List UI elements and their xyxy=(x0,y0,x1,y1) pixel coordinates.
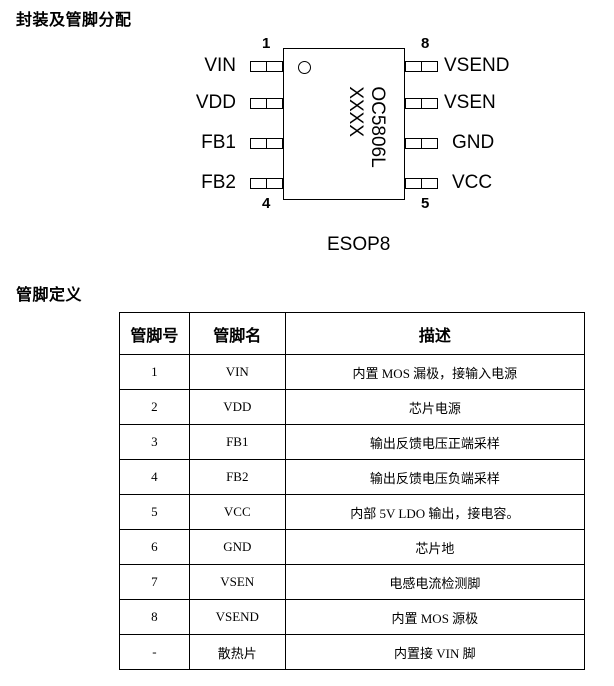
cell-pin-number: 4 xyxy=(119,459,190,495)
cell-pin-name: GND xyxy=(188,529,286,565)
pin-label-vsen: VSEN xyxy=(444,92,496,113)
pin-label-vcc: VCC xyxy=(452,172,493,193)
section-heading-definition: 管脚定义 xyxy=(16,285,83,304)
table-row: 4 FB2 输出反馈电压负端采样 xyxy=(119,459,586,495)
table-row: 6 GND 芯片地 xyxy=(119,529,586,565)
table-row: 2 VDD 芯片电源 xyxy=(119,389,586,425)
pin-definition-table: 管脚号 管脚名 描述 1 VIN 内置 MOS 漏极，接输入电源 2 VDD 芯… xyxy=(119,312,586,670)
cell-description: 内置 MOS 漏极，接输入电源 xyxy=(284,354,586,390)
cell-description: 输出反馈电压负端采样 xyxy=(284,459,586,495)
table-row: 7 VSEN 电感电流检测脚 xyxy=(119,564,586,600)
header-description: 描述 xyxy=(284,312,586,355)
cell-pin-name: FB1 xyxy=(188,424,286,460)
cell-pin-name: VIN xyxy=(188,354,286,390)
chip-marking: OC5806L XXXX xyxy=(344,86,388,167)
cell-description: 电感电流检测脚 xyxy=(284,564,586,600)
cell-pin-number: 1 xyxy=(119,354,190,390)
cell-description: 内置 MOS 源极 xyxy=(284,599,586,635)
table-row: 1 VIN 内置 MOS 漏极，接输入电源 xyxy=(119,354,586,390)
chip-marking-part: OC5806L xyxy=(367,86,388,168)
cell-description: 内置接 VIN 脚 xyxy=(284,634,586,670)
pin-label-vsend: VSEND xyxy=(444,55,510,76)
cell-pin-number: - xyxy=(119,634,190,670)
chip-package-body: OC5806L XXXX xyxy=(283,48,405,200)
cell-description: 内部 5V LDO 输出，接电容。 xyxy=(284,494,586,530)
cell-pin-name: VSEN xyxy=(188,564,286,600)
cell-description: 芯片地 xyxy=(284,529,586,565)
pin-label-fb2: FB2 xyxy=(201,172,236,193)
cell-pin-name: VDD xyxy=(188,389,286,425)
table-row: 5 VCC 内部 5V LDO 输出，接电容。 xyxy=(119,494,586,530)
chip-marking-code: XXXX xyxy=(345,86,366,138)
pin-number-4: 4 xyxy=(262,195,271,212)
header-pin-name: 管脚名 xyxy=(188,312,286,355)
table-row: - 散热片 内置接 VIN 脚 xyxy=(119,634,586,670)
pin-lead-1 xyxy=(250,61,283,72)
pin-label-vdd: VDD xyxy=(195,92,236,113)
header-pin-number: 管脚号 xyxy=(119,312,190,355)
cell-description: 输出反馈电压正端采样 xyxy=(284,424,586,460)
pin-label-fb1: FB1 xyxy=(201,132,236,153)
package-name: ESOP8 xyxy=(327,234,391,255)
pin-number-5: 5 xyxy=(421,195,430,212)
pin-number-1: 1 xyxy=(262,35,271,52)
cell-pin-number: 7 xyxy=(119,564,190,600)
pin-number-8: 8 xyxy=(421,35,430,52)
section-heading-package: 封装及管脚分配 xyxy=(16,10,132,29)
cell-pin-number: 8 xyxy=(119,599,190,635)
pin-lead-8 xyxy=(405,61,438,72)
cell-pin-name: VSEND xyxy=(188,599,286,635)
table-header-row: 管脚号 管脚名 描述 xyxy=(119,312,586,355)
pin-lead-6 xyxy=(405,138,438,149)
table-row: 3 FB1 输出反馈电压正端采样 xyxy=(119,424,586,460)
pin1-marker-dot xyxy=(298,61,311,74)
pin-lead-3 xyxy=(250,138,283,149)
pin-label-gnd: GND xyxy=(452,132,495,153)
cell-pin-name: VCC xyxy=(188,494,286,530)
pin-lead-7 xyxy=(405,98,438,109)
pin-label-vin: VIN xyxy=(204,55,236,76)
cell-pin-number: 3 xyxy=(119,424,190,460)
pin-lead-4 xyxy=(250,178,283,189)
cell-pin-number: 6 xyxy=(119,529,190,565)
cell-pin-number: 2 xyxy=(119,389,190,425)
cell-pin-name: 散热片 xyxy=(188,634,286,670)
cell-description: 芯片电源 xyxy=(284,389,586,425)
pin-lead-5 xyxy=(405,178,438,189)
cell-pin-name: FB2 xyxy=(188,459,286,495)
pin-lead-2 xyxy=(250,98,283,109)
cell-pin-number: 5 xyxy=(119,494,190,530)
table-row: 8 VSEND 内置 MOS 源极 xyxy=(119,599,586,635)
